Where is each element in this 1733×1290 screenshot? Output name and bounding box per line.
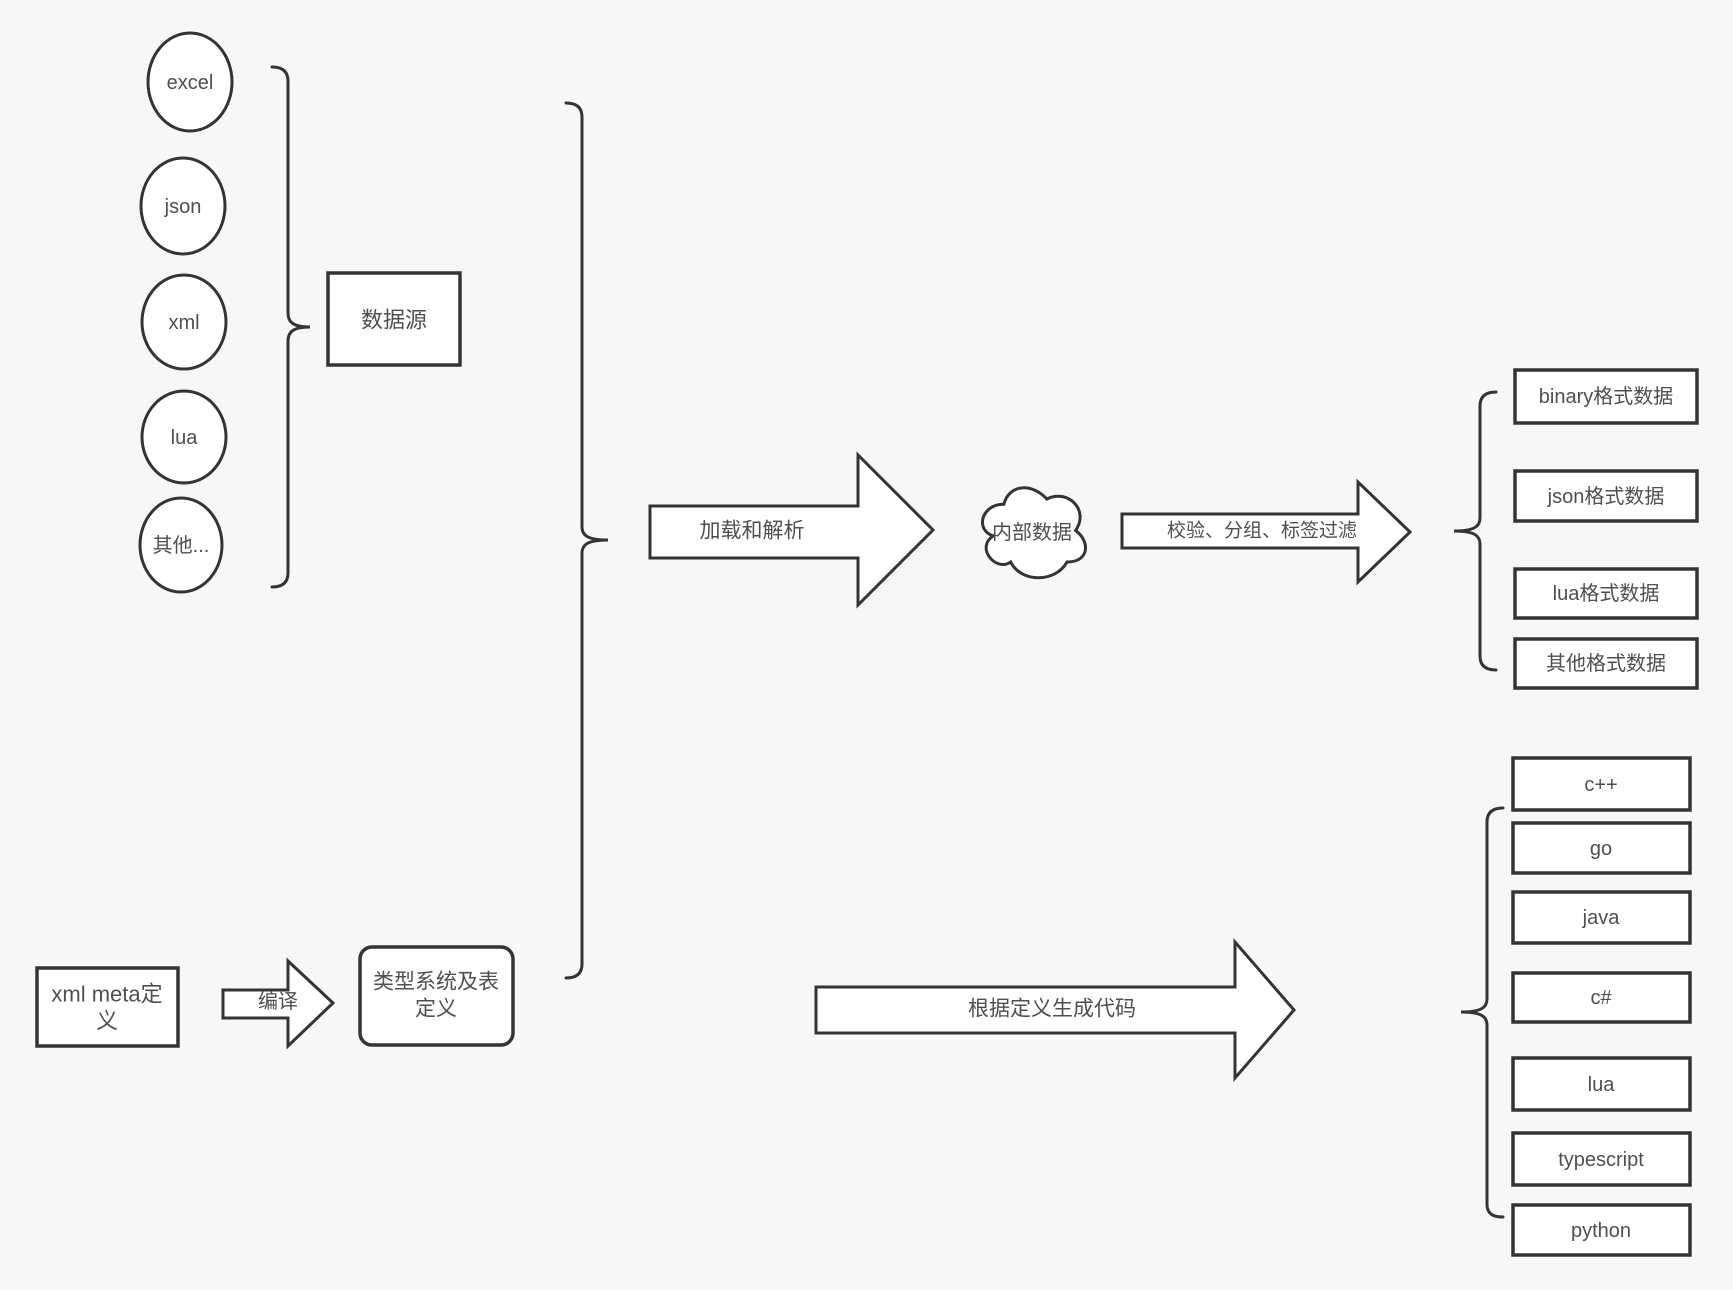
lang-node-go: go xyxy=(1511,821,1692,875)
lang-label-go: go xyxy=(1590,838,1612,860)
format-box-json xyxy=(1513,469,1699,523)
xml-meta-label-line1: xml meta定 xyxy=(51,982,162,1007)
internal-data-node: 内部数据 xyxy=(981,486,1087,580)
xml-ellipse xyxy=(140,273,228,371)
format-node-binary: binary格式数据 xyxy=(1513,368,1699,425)
lang-box-cpp xyxy=(1511,756,1692,812)
sources-brace xyxy=(270,65,311,589)
data-source-box xyxy=(326,271,462,367)
lang-node-csharp: c# xyxy=(1511,971,1692,1024)
load-parse-arrow-label: 加载和解析 xyxy=(700,520,805,543)
other-ellipse xyxy=(138,496,224,594)
filter-arrow-shape xyxy=(1120,478,1413,586)
lang-box-lua xyxy=(1511,1056,1692,1112)
format-node-json: json格式数据 xyxy=(1513,469,1699,523)
format-label-other: 其他格式数据 xyxy=(1546,652,1666,675)
data-source-label: 数据源 xyxy=(361,308,427,333)
filter-arrow-label: 校验、分组、标签过滤 xyxy=(1167,520,1357,542)
lang-box-go xyxy=(1511,821,1692,875)
type-system-label-line2: 定义 xyxy=(415,998,457,1021)
compile-arrow-shape xyxy=(221,957,336,1050)
lang-label-java: java xyxy=(1582,907,1621,929)
source-node-lua: lua xyxy=(140,389,228,485)
format-label-binary: binary格式数据 xyxy=(1539,385,1673,408)
lang-node-typescript: typescript xyxy=(1511,1131,1692,1187)
filter-arrow: 校验、分组、标签过滤 xyxy=(1120,478,1413,586)
lang-box-java xyxy=(1511,890,1692,945)
lang-node-java: java xyxy=(1511,890,1692,945)
source-node-excel: excel xyxy=(146,31,234,133)
excel-ellipse xyxy=(146,31,234,133)
lang-label-lua: lua xyxy=(1588,1074,1616,1096)
source-node-xml: xml xyxy=(140,273,228,371)
lang-box-typescript xyxy=(1511,1131,1692,1187)
json-ellipse xyxy=(139,156,227,256)
format-box-lua xyxy=(1513,567,1699,620)
lang-node-python: python xyxy=(1511,1203,1692,1257)
lang-node-lua: lua xyxy=(1511,1056,1692,1112)
internal-data-label: 内部数据 xyxy=(992,521,1072,544)
format-box-binary xyxy=(1513,368,1699,425)
lang-label-typescript: typescript xyxy=(1558,1149,1644,1171)
lang-label-python: python xyxy=(1571,1220,1631,1242)
load-parse-arrow: 加载和解析 xyxy=(648,451,936,609)
lua-ellipse xyxy=(140,389,228,485)
xml-meta-label-line2: 义 xyxy=(96,1009,118,1034)
formats-brace xyxy=(1453,390,1498,672)
compile-arrow: 编译 xyxy=(221,957,336,1050)
internal-data-cloud xyxy=(981,486,1087,580)
lang-box-csharp xyxy=(1511,971,1692,1024)
excel-label: excel xyxy=(167,72,214,94)
load-parse-arrow-shape xyxy=(648,451,936,609)
lang-label-cpp: c++ xyxy=(1584,774,1617,796)
data-source-node: 数据源 xyxy=(326,271,462,367)
compile-arrow-label: 编译 xyxy=(258,990,298,1013)
format-label-lua: lua格式数据 xyxy=(1553,582,1660,605)
xml-label: xml xyxy=(168,312,199,334)
xml-meta-box xyxy=(35,966,180,1048)
source-node-json: json xyxy=(139,156,227,256)
type-system-node: 类型系统及表 定义 xyxy=(358,945,515,1047)
lang-label-csharp: c# xyxy=(1590,987,1612,1009)
xml-meta-node: xml meta定 义 xyxy=(35,966,180,1048)
source-node-other: 其他... xyxy=(138,496,224,594)
json-label: json xyxy=(164,196,202,218)
other-label: 其他... xyxy=(153,534,210,557)
inputs-group-brace xyxy=(564,101,609,980)
generate-code-arrow-label: 根据定义生成代码 xyxy=(968,998,1136,1021)
lua-label: lua xyxy=(171,427,199,449)
format-box-other xyxy=(1513,637,1699,690)
format-node-lua: lua格式数据 xyxy=(1513,567,1699,620)
type-system-box xyxy=(358,945,515,1047)
lang-node-cpp: c++ xyxy=(1511,756,1692,812)
lang-box-python xyxy=(1511,1203,1692,1257)
type-system-label-line1: 类型系统及表 xyxy=(373,971,499,994)
format-label-json: json格式数据 xyxy=(1547,485,1665,508)
format-node-other: 其他格式数据 xyxy=(1513,637,1699,690)
generate-code-arrow-shape xyxy=(814,937,1296,1083)
generate-code-arrow: 根据定义生成代码 xyxy=(814,937,1296,1083)
languages-brace xyxy=(1460,806,1505,1219)
